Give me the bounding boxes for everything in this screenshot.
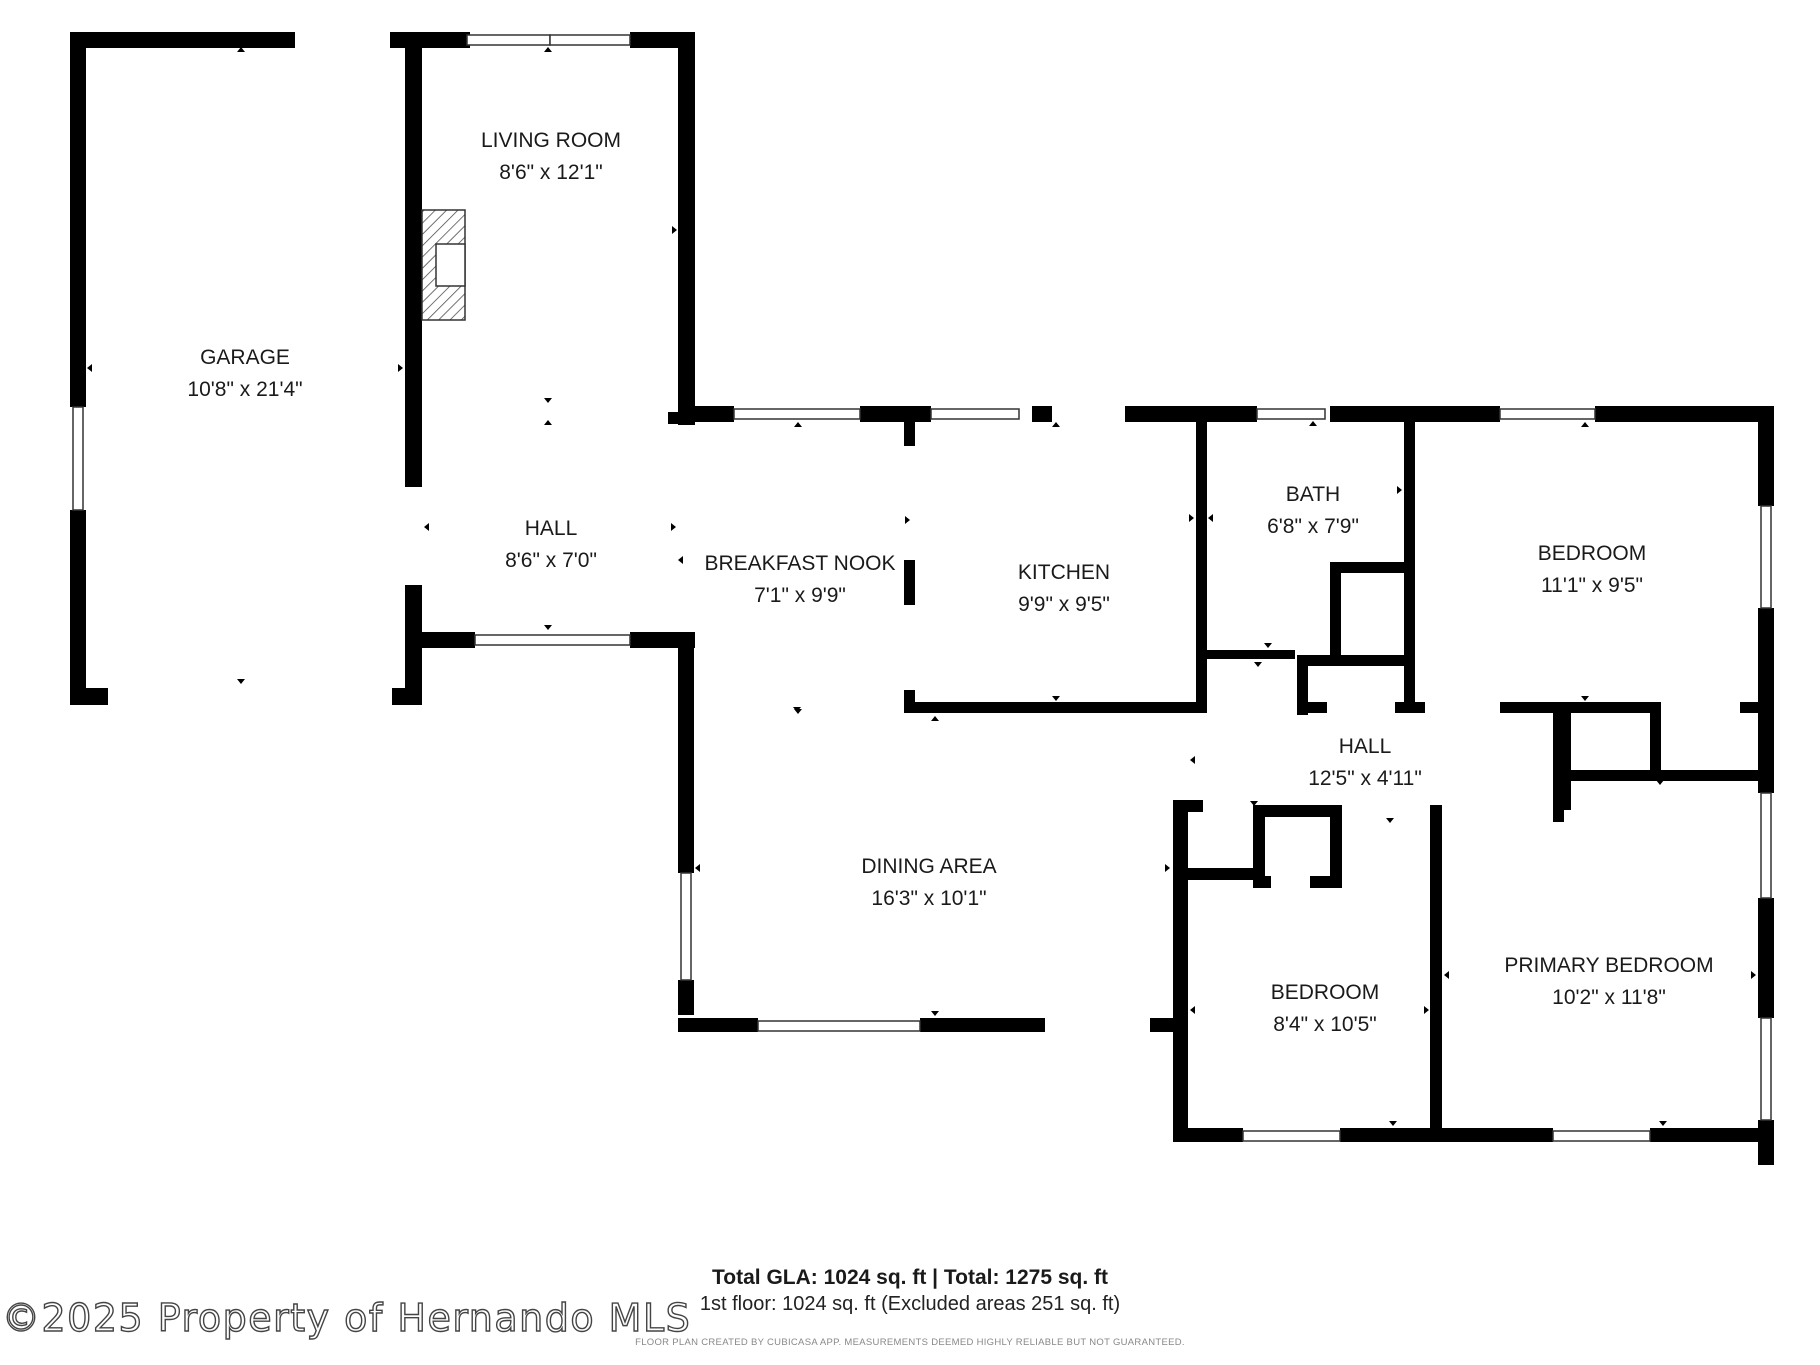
room-label-breakfast-nook: BREAKFAST NOOK 7'1" x 9'9" <box>705 548 896 612</box>
room-name: GARAGE <box>200 346 290 369</box>
room-name: BATH <box>1285 483 1341 506</box>
room-label-hall-lower: HALL 12'5" x 4'11" <box>1308 731 1422 795</box>
room-dimensions: 11'1" x 9'5" <box>1541 574 1643 597</box>
total-area: Total GLA: 1024 sq. ft | Total: 1275 sq.… <box>712 1266 1108 1289</box>
room-dimensions: 6'8" x 7'9" <box>1267 515 1359 538</box>
watermark: ©2025 Property of Hernando MLS <box>1 1295 692 1340</box>
room-label-primary-bedroom: PRIMARY BEDROOM 10'2" x 11'8" <box>1504 950 1713 1014</box>
room-dimensions: 9'9" x 9'5" <box>1018 593 1110 616</box>
room-label-bedroom: BEDROOM 11'1" x 9'5" <box>1538 538 1647 602</box>
room-label-living-room: LIVING ROOM 8'6" x 12'1" <box>481 125 621 189</box>
windows <box>72 34 1772 1142</box>
room-dimensions: 8'6" x 12'1" <box>499 161 603 184</box>
room-label-dining-area: DINING AREA 16'3" x 10'1" <box>861 851 996 915</box>
room-dimensions: 10'2" x 11'8" <box>1552 986 1666 1009</box>
room-dimensions: 16'3" x 10'1" <box>871 887 987 910</box>
room-name: KITCHEN <box>1017 561 1111 584</box>
room-name: LIVING ROOM <box>480 129 622 152</box>
room-label-hall-upper: HALL 8'6" x 7'0" <box>505 513 597 577</box>
room-name: BREAKFAST NOOK <box>704 552 896 575</box>
room-name: BEDROOM <box>1270 981 1380 1004</box>
room-dimensions: 8'4" x 10'5" <box>1273 1013 1377 1036</box>
room-name: DINING AREA <box>861 855 997 878</box>
room-name: PRIMARY BEDROOM <box>1504 954 1714 977</box>
fireplace <box>421 209 466 321</box>
room-dimensions: 8'6" x 7'0" <box>505 549 597 572</box>
walls <box>70 32 1774 1165</box>
dimension-markers <box>87 47 1756 1126</box>
room-label-garage: GARAGE 10'8" x 21'4" <box>187 342 302 406</box>
disclaimer: FLOOR PLAN CREATED BY CUBICASA APP. MEAS… <box>635 1337 1185 1348</box>
room-dimensions: 10'8" x 21'4" <box>187 378 303 401</box>
room-name: BEDROOM <box>1537 542 1647 565</box>
room-name: HALL <box>1338 735 1392 758</box>
room-label-kitchen: KITCHEN 9'9" x 9'5" <box>1018 557 1110 621</box>
room-dimensions: 12'5" x 4'11" <box>1308 767 1422 790</box>
room-dimensions: 7'1" x 9'9" <box>754 584 846 607</box>
room-label-bath: BATH 6'8" x 7'9" <box>1267 479 1359 543</box>
room-label-bedroom-lower: BEDROOM 8'4" x 10'5" <box>1271 977 1380 1041</box>
floor-area: 1st floor: 1024 sq. ft (Excluded areas 2… <box>699 1293 1121 1315</box>
room-name: HALL <box>524 517 578 540</box>
